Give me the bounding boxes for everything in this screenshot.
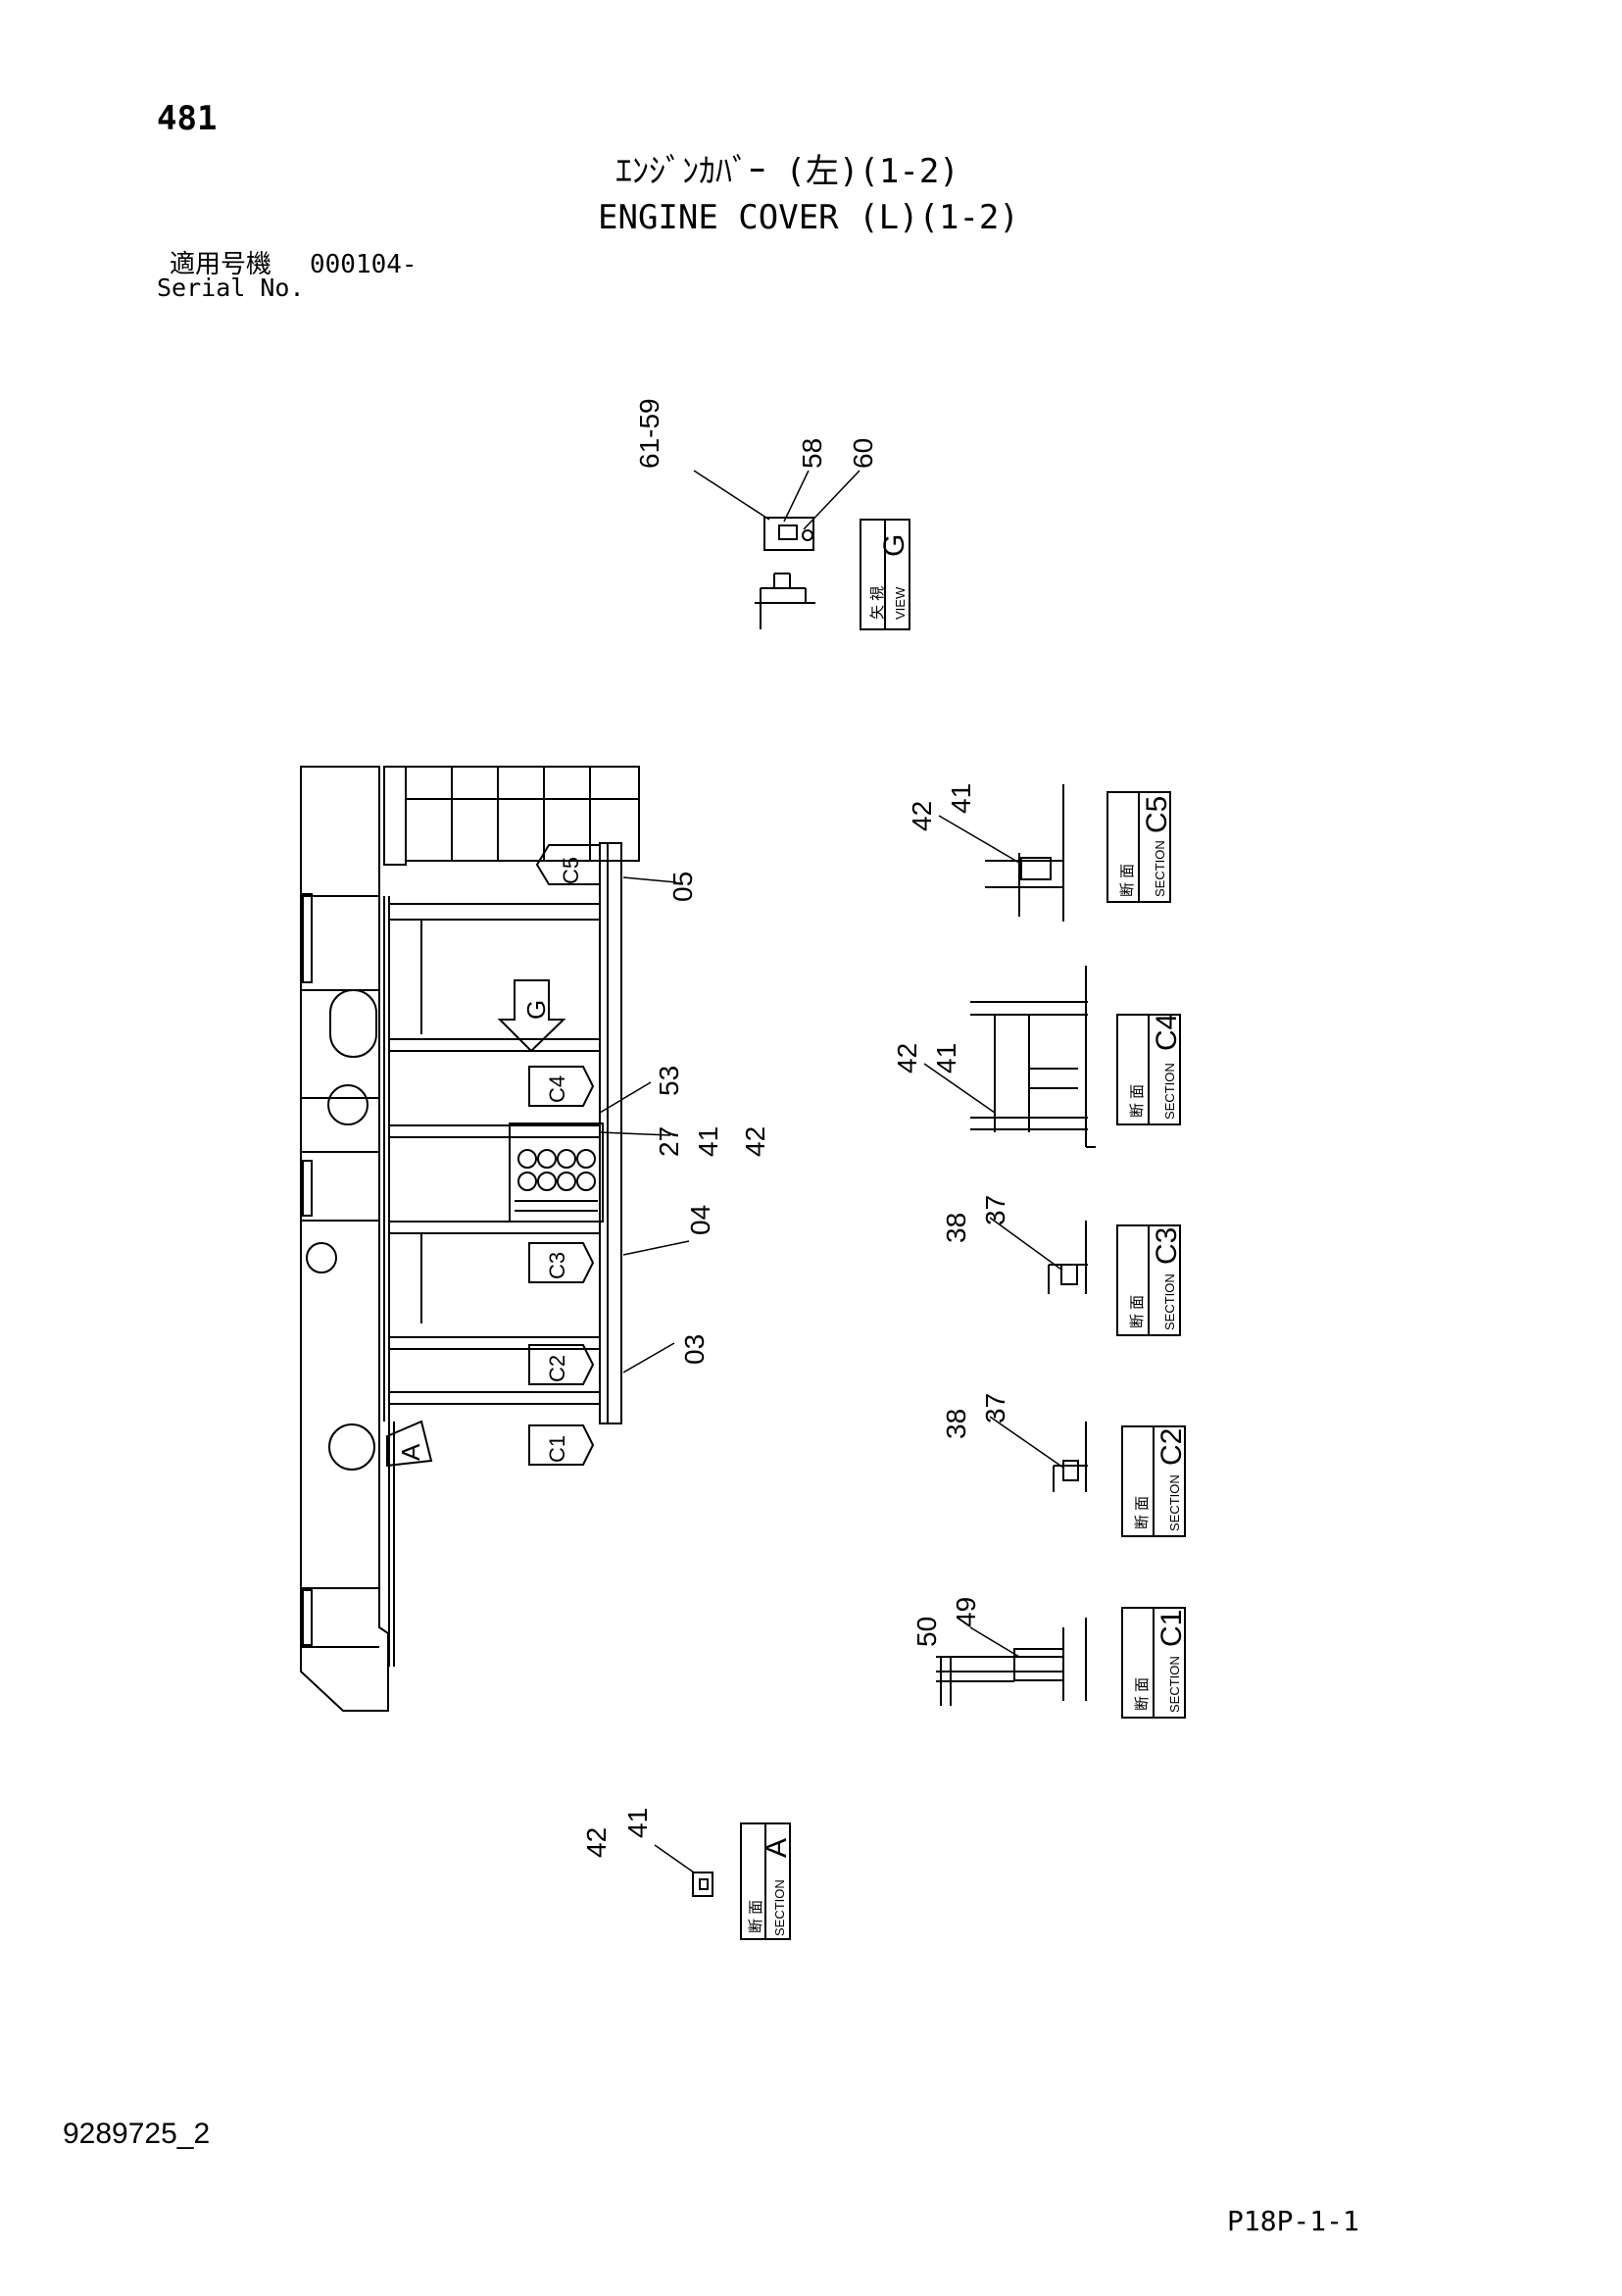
- callout-41-main: 41: [693, 1126, 723, 1157]
- section-c2-label: SECTION: [1167, 1474, 1182, 1531]
- section-a-label-box: [740, 1822, 791, 1940]
- callout-37-c3: 37: [980, 1195, 1010, 1225]
- serial-number-value: 000104-: [310, 250, 418, 279]
- page-code: P18P-1-1: [1227, 2205, 1359, 2237]
- callout-38-c3: 38: [941, 1213, 971, 1243]
- callout-41-c5: 41: [946, 783, 976, 814]
- section-c3-label: SECTION: [1162, 1273, 1177, 1330]
- section-c5-letter: C5: [1141, 796, 1173, 833]
- section-c3-detail: [989, 1217, 1088, 1294]
- callout-42-c4: 42: [892, 1043, 922, 1073]
- callout-61-59: 61-59: [634, 398, 664, 469]
- section-a-label: SECTION: [772, 1879, 787, 1936]
- callout-41-c4: 41: [931, 1043, 961, 1073]
- callout-42-c5: 42: [907, 801, 937, 831]
- section-c1-detail: [936, 1618, 1087, 1706]
- callout-42-a: 42: [581, 1827, 612, 1858]
- section-c5-label-jp: 断 面: [1119, 864, 1136, 897]
- section-c5-detail: [938, 784, 1064, 922]
- serial-label: Serial No.: [157, 274, 305, 302]
- arrow-label-c2: C2: [545, 1355, 569, 1382]
- section-arrows: [386, 844, 601, 1468]
- arrow-label-c4: C4: [545, 1075, 569, 1103]
- document-id: 9289725_2: [63, 2118, 211, 2150]
- view-g-detail: [693, 470, 860, 629]
- view-label: VIEW: [893, 586, 908, 620]
- section-c3-label-box: [1116, 1224, 1181, 1336]
- arrow-label-a: A: [396, 1443, 425, 1461]
- callout-42-main: 42: [740, 1126, 770, 1157]
- section-a-letter: A: [761, 1838, 793, 1858]
- section-a-label-jp: 断 面: [748, 1900, 764, 1933]
- arrow-label-g: G: [521, 1000, 551, 1020]
- section-c4-detail: [923, 966, 1096, 1148]
- page-number: 481: [157, 99, 218, 138]
- callout-03: 03: [679, 1334, 710, 1365]
- section-c2-label-box: [1121, 1425, 1186, 1537]
- section-c4-letter: C4: [1151, 1014, 1183, 1051]
- callout-05: 05: [667, 872, 698, 902]
- section-c5-label-box: [1106, 791, 1171, 903]
- view-label-jp: 矢 視: [869, 586, 886, 620]
- callout-38-c2: 38: [941, 1409, 971, 1439]
- callout-58: 58: [797, 438, 827, 469]
- page-title-japanese: ｴﾝｼﾞﾝｶﾊﾞｰ (左)(1-2): [615, 152, 959, 191]
- arrow-label-c5: C5: [559, 857, 583, 884]
- callout-60: 60: [848, 438, 878, 469]
- serial-label-japanese: 適用号機: [170, 250, 272, 279]
- callout-27: 27: [654, 1126, 684, 1157]
- page-title: ENGINE COVER (L)(1-2): [598, 198, 1019, 237]
- section-c2-letter: C2: [1155, 1428, 1188, 1466]
- main-frame: [300, 766, 640, 1712]
- view-g-letter: G: [878, 534, 910, 557]
- callout-41-a: 41: [622, 1808, 653, 1838]
- section-c5-label: SECTION: [1153, 840, 1167, 897]
- callout-37-c2: 37: [980, 1393, 1010, 1423]
- section-c4-label-jp: 断 面: [1129, 1084, 1146, 1118]
- section-c3-letter: C3: [1151, 1227, 1183, 1265]
- callout-53: 53: [654, 1066, 684, 1096]
- callout-04: 04: [685, 1205, 715, 1235]
- section-c1-letter: C1: [1155, 1610, 1188, 1647]
- section-c4-label: SECTION: [1162, 1063, 1177, 1120]
- section-c2-detail: [989, 1416, 1088, 1492]
- section-c1-label: SECTION: [1167, 1656, 1182, 1713]
- section-c4-label-box: [1116, 1014, 1181, 1125]
- section-c1-label-box: [1121, 1607, 1186, 1719]
- section-c2-label-jp: 断 面: [1134, 1496, 1151, 1529]
- section-c3-label-jp: 断 面: [1129, 1295, 1146, 1328]
- section-c1-label-jp: 断 面: [1134, 1677, 1151, 1711]
- callout-49-c1: 49: [951, 1597, 981, 1627]
- arrow-label-c1: C1: [545, 1435, 569, 1463]
- section-a-detail: [654, 1844, 713, 1897]
- arrow-label-c3: C3: [545, 1252, 569, 1279]
- view-g-label-box: [860, 519, 910, 630]
- callout-50-c1: 50: [911, 1617, 942, 1647]
- main-leaders: [599, 876, 690, 1373]
